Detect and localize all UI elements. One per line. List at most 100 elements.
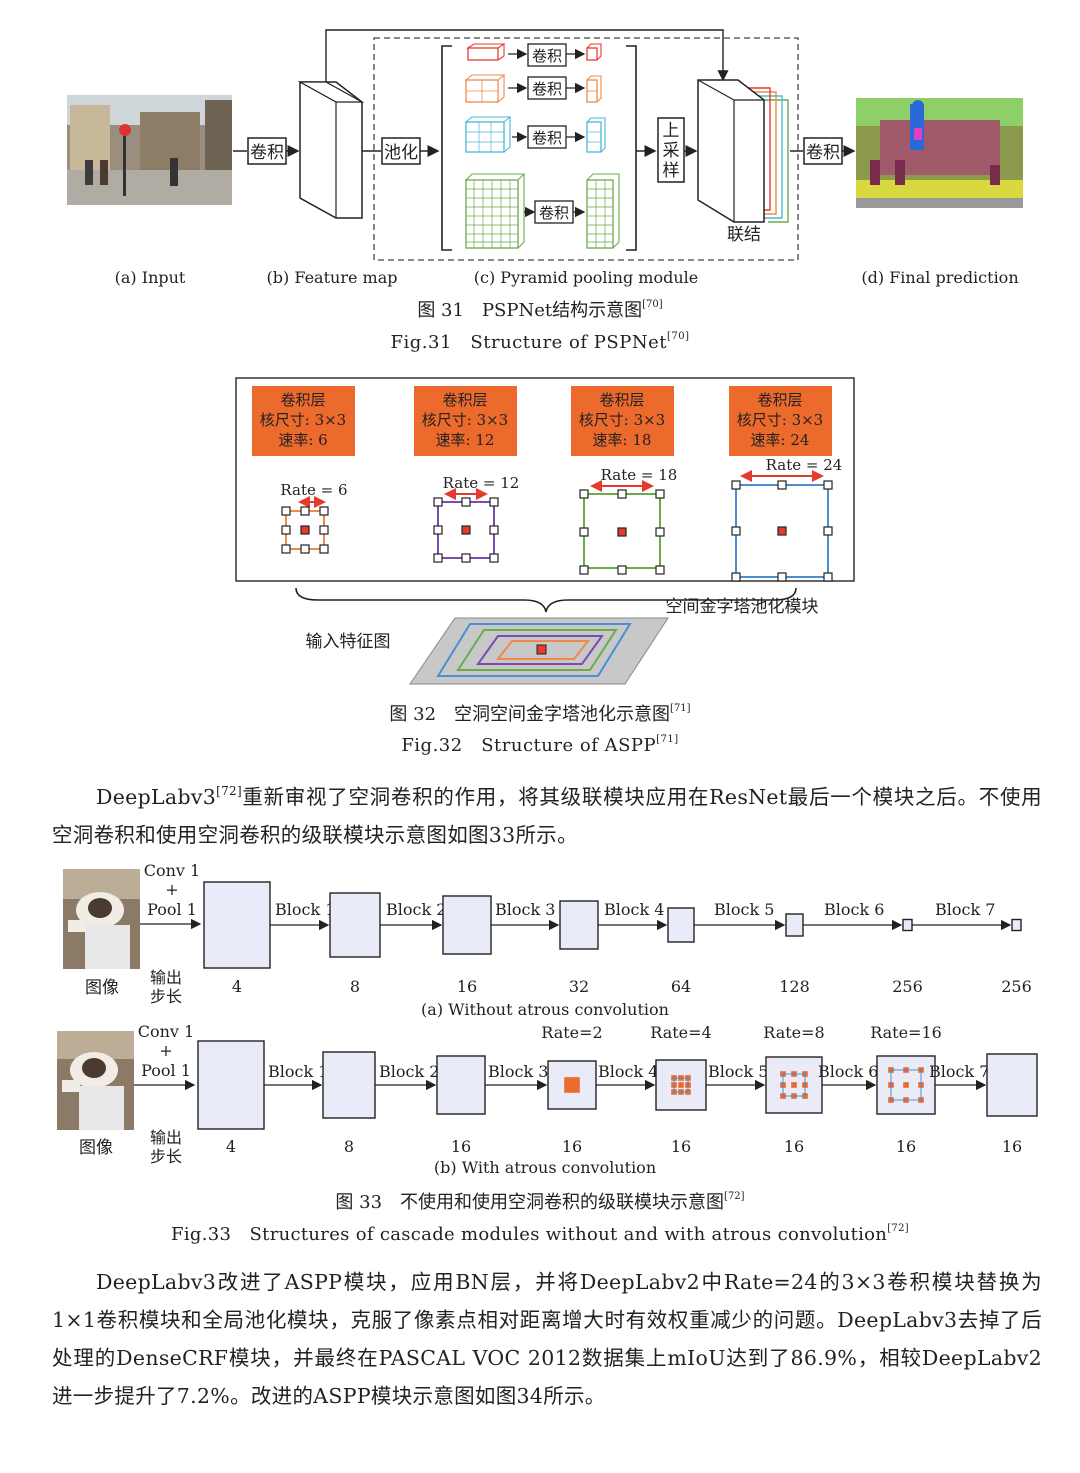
kernel-cell bbox=[617, 565, 627, 575]
aspp-3-l3: 速率: 18 bbox=[593, 431, 652, 449]
stride-label: 16 bbox=[451, 1137, 471, 1156]
stride-label: 16 bbox=[784, 1137, 804, 1156]
stride-label: 8 bbox=[350, 977, 360, 996]
stride-label: 32 bbox=[569, 977, 589, 996]
pyr-conv-4: 卷积 bbox=[539, 204, 569, 222]
aspp-4-l2: 核尺寸: 3×3 bbox=[737, 411, 823, 429]
kernel-cell bbox=[655, 565, 665, 575]
kernel-cell bbox=[617, 489, 627, 499]
kernel-cell bbox=[281, 525, 291, 535]
stride-label: 16 bbox=[562, 1137, 582, 1156]
b-image-label: 图像 bbox=[79, 1138, 113, 1158]
conv-label-b: 卷积 bbox=[806, 143, 840, 163]
block-label: Block 6 bbox=[818, 1062, 878, 1081]
rate-18: Rate = 18 bbox=[601, 466, 678, 484]
kernel-cell bbox=[489, 497, 499, 507]
cascade-block bbox=[986, 1053, 1038, 1117]
conv-label-a: 卷积 bbox=[250, 143, 284, 163]
atrous-cell bbox=[569, 1087, 575, 1093]
block-label: Block 2 bbox=[386, 900, 446, 919]
cascade-block bbox=[559, 900, 599, 950]
cat-photo-b bbox=[57, 1031, 134, 1130]
cascade-block bbox=[197, 1040, 265, 1130]
rate-label: Rate=4 bbox=[650, 1023, 711, 1042]
kernel-cell bbox=[281, 506, 291, 516]
atrous-cell bbox=[564, 1087, 570, 1093]
aspp-2-l3: 速率: 12 bbox=[436, 431, 495, 449]
rate-6: Rate = 6 bbox=[280, 481, 347, 499]
cascade-block bbox=[442, 895, 492, 955]
a-image-label: 图像 bbox=[85, 978, 119, 998]
aspp-3-l2: 核尺寸: 3×3 bbox=[579, 411, 665, 429]
block-label: Block 1 bbox=[268, 1062, 328, 1081]
aspp-4-l1: 卷积层 bbox=[757, 391, 802, 409]
input-feature-label: 输入特征图 bbox=[306, 632, 391, 652]
aspp-module-label: 空间金字塔池化模块 bbox=[666, 597, 819, 617]
block-label: Block 6 bbox=[824, 900, 884, 919]
final-prediction-map bbox=[856, 98, 1023, 208]
b-stride-c2: 步长 bbox=[150, 1147, 182, 1166]
cascade-block bbox=[902, 918, 913, 932]
b-conv1: Conv 1 bbox=[138, 1022, 194, 1041]
cascade-block bbox=[203, 881, 271, 969]
kernel-cell bbox=[319, 525, 329, 535]
cascade-block bbox=[436, 1055, 486, 1115]
atrous-cell bbox=[574, 1082, 580, 1088]
input-street-photo bbox=[67, 95, 232, 205]
aspp-3-l1: 卷积层 bbox=[599, 391, 644, 409]
cascade-block bbox=[1011, 918, 1022, 932]
kernel-cell bbox=[579, 527, 589, 537]
conv-box-a bbox=[247, 137, 287, 165]
a-plus: + bbox=[165, 880, 178, 899]
aspp-brace bbox=[295, 587, 797, 613]
conv-box-b bbox=[803, 137, 843, 165]
kernel-cell bbox=[777, 572, 787, 582]
kernel-cell bbox=[300, 525, 310, 535]
concat-label: 联结 bbox=[727, 225, 761, 245]
block-label: Block 7 bbox=[935, 900, 995, 919]
atrous-cell bbox=[574, 1077, 580, 1083]
kernel-cell bbox=[823, 572, 833, 582]
aspp-2-l2: 核尺寸: 3×3 bbox=[422, 411, 508, 429]
block-label: Block 2 bbox=[379, 1062, 439, 1081]
aspp-box-4 bbox=[729, 386, 832, 456]
kernel-cell bbox=[579, 489, 589, 499]
fig31-caption-en: Fig.31 Structure of PSPNet[70] bbox=[390, 331, 690, 353]
stride-label: 16 bbox=[671, 1137, 691, 1156]
atrous-cell bbox=[903, 1082, 909, 1088]
rate-24: Rate = 24 bbox=[766, 456, 843, 474]
stride-label: 8 bbox=[344, 1137, 354, 1156]
cascade-block bbox=[667, 907, 695, 943]
sub33-a: (a) Without atrous convolution bbox=[421, 1000, 669, 1019]
cascade-block bbox=[329, 892, 381, 958]
feature-map-block bbox=[297, 81, 365, 219]
block-label: Block 5 bbox=[708, 1062, 768, 1081]
fig31-pspnet: 卷积 池化 卷积 bbox=[67, 29, 1023, 287]
sub-c: (c) Pyramid pooling module bbox=[474, 268, 698, 287]
upsample-box bbox=[657, 117, 685, 183]
input-feature-plane bbox=[409, 617, 669, 685]
cat-photo-a bbox=[63, 869, 140, 969]
pyr-conv-1: 卷积 bbox=[532, 47, 562, 65]
stride-label: 128 bbox=[779, 977, 810, 996]
fig33-caption-cn: 图 33 不使用和使用空洞卷积的级联模块示意图[72] bbox=[335, 1191, 745, 1213]
kernel-cell bbox=[489, 525, 499, 535]
rate-12: Rate = 12 bbox=[443, 474, 520, 492]
a-conv1: Conv 1 bbox=[144, 861, 200, 880]
atrous-cell bbox=[791, 1082, 797, 1088]
cascade-block bbox=[322, 1051, 376, 1119]
kernel-cell bbox=[433, 497, 443, 507]
kernel-cell bbox=[777, 526, 787, 536]
pyramid-row-2: 卷积 bbox=[464, 74, 602, 103]
sub-a: (a) Input bbox=[115, 268, 186, 287]
rate-label: Rate=8 bbox=[763, 1023, 824, 1042]
kernel-cell bbox=[461, 553, 471, 563]
aspp-4-l3: 速率: 24 bbox=[751, 431, 810, 449]
block-label: Block 4 bbox=[604, 900, 664, 919]
kernel-cell bbox=[433, 553, 443, 563]
aspp-1-l2: 核尺寸: 3×3 bbox=[260, 411, 346, 429]
atrous-receptive bbox=[890, 1069, 922, 1101]
fig31-caption-cn: 图 31 PSPNet结构示意图[70] bbox=[417, 299, 663, 321]
paragraph-1: DeepLabv3[72]重新审视了空洞卷积的作用，将其级联模块应用在ResNe… bbox=[52, 784, 1042, 847]
